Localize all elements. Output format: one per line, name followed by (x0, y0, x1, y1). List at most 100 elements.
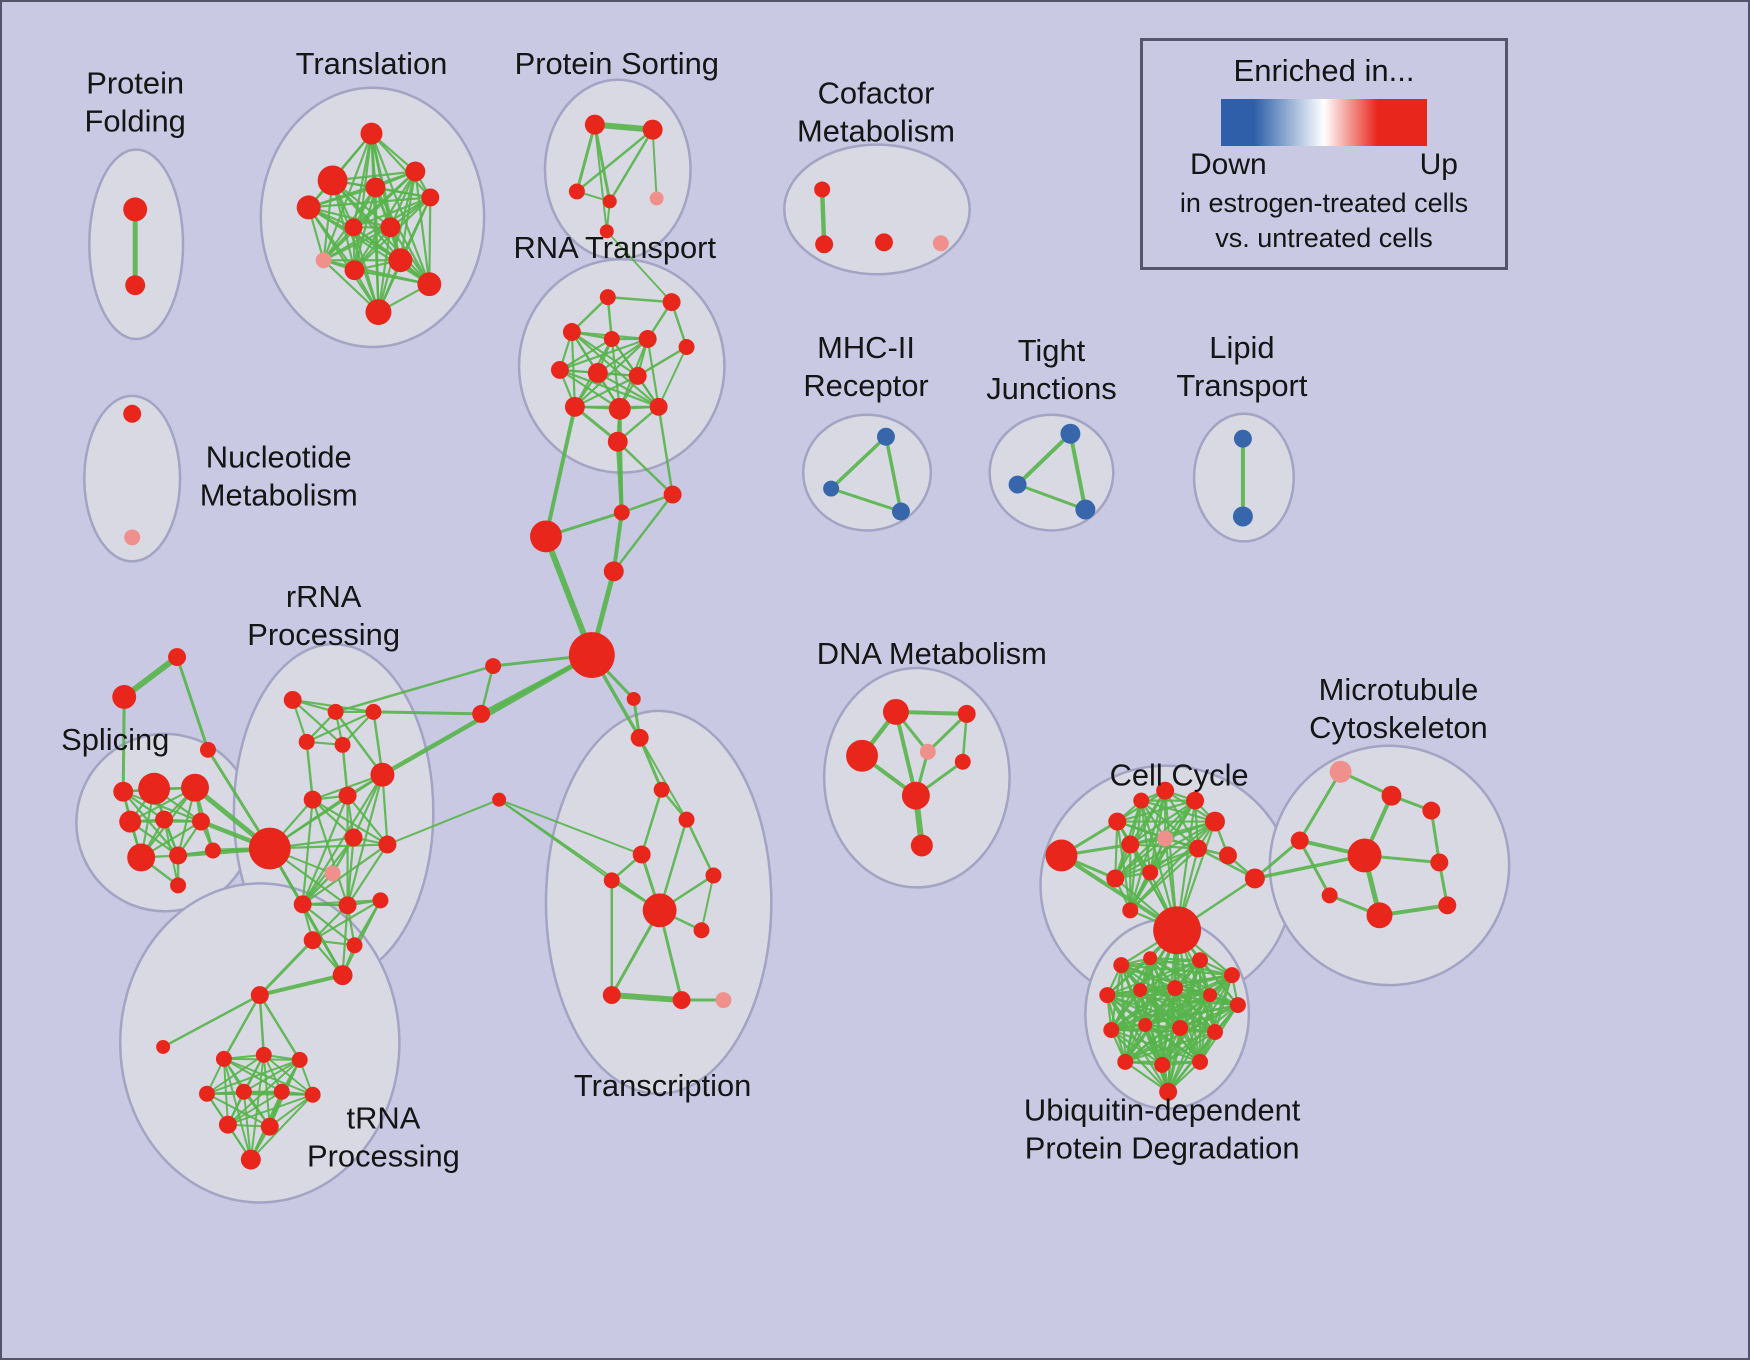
network-node-tc5 (603, 872, 620, 889)
network-edge (596, 337, 649, 375)
network-edge (575, 128, 654, 193)
network-node-mh1 (876, 427, 895, 446)
network-edge (1129, 843, 1200, 850)
network-node-tj2 (1008, 475, 1027, 494)
network-node-u12 (1138, 1018, 1153, 1032)
network-edge (122, 790, 203, 823)
network-node-dm4 (919, 743, 936, 760)
network-node-ps1 (584, 114, 605, 135)
network-node-rr7 (338, 786, 357, 805)
network-node-rr17 (346, 937, 363, 954)
network-node-c8 (626, 691, 641, 706)
network-edge (322, 226, 392, 262)
network-node-sp4 (119, 810, 142, 833)
network-node-tr8 (304, 1086, 321, 1103)
network-edge (370, 132, 432, 199)
network-edge (893, 709, 918, 798)
network-node-cc2 (1108, 812, 1127, 831)
network-edge (346, 794, 389, 846)
network-edge (1124, 1030, 1217, 1063)
network-node-cc8 (1157, 830, 1174, 847)
network-edge (558, 368, 660, 408)
network-node-rt7 (550, 360, 569, 379)
network-node-dm2 (957, 704, 976, 723)
network-edge (636, 345, 688, 378)
network-node-sp5 (155, 810, 174, 829)
cluster-ellipse-dna-metabolism (822, 666, 1011, 889)
network-node-cc14 (1122, 902, 1139, 919)
network-edge (558, 337, 613, 372)
network-edge (1110, 986, 1177, 1032)
network-edge (301, 798, 314, 906)
network-node-mc4 (1290, 831, 1309, 850)
network-edge (558, 337, 649, 372)
cluster-ellipse-cofactor-metabolism (783, 143, 971, 276)
network-node-mc2 (1381, 785, 1402, 806)
network-node-rr16 (303, 931, 322, 950)
network-edge (258, 993, 301, 1062)
network-node-pf1 (123, 197, 148, 222)
network-node-cc11 (1106, 869, 1125, 888)
network-edge (205, 1092, 271, 1128)
network-edge (258, 993, 266, 1057)
cluster-label-splicing: Splicing (61, 722, 169, 757)
network-edge (1110, 993, 1212, 1032)
legend-gradient-bar (1221, 99, 1427, 146)
network-edge (1114, 847, 1200, 880)
cluster-label-protein-sorting: Protein Sorting (515, 46, 719, 81)
network-node-rt9 (628, 366, 647, 385)
network-node-sp7 (127, 843, 156, 872)
cluster-ellipse-tight-junctions (988, 413, 1115, 532)
network-node-u14 (1207, 1023, 1223, 1040)
cluster-label-trna-processing: Processing (307, 1139, 460, 1174)
network-edge (242, 1058, 301, 1093)
network-edge (334, 710, 384, 776)
network-node-tr10 (260, 1117, 279, 1136)
network-edge (205, 1058, 301, 1095)
network-edge (1144, 1023, 1170, 1093)
network-edge (377, 170, 417, 314)
network-node-u8 (1167, 980, 1184, 997)
network-node-u2 (1113, 957, 1130, 974)
network-node-t10 (344, 260, 365, 281)
network-edge (651, 128, 658, 200)
node-layer (112, 114, 1457, 1170)
network-node-u17 (1192, 1053, 1209, 1070)
network-edge (1129, 820, 1217, 912)
network-node-rr15 (372, 892, 389, 909)
network-edge (926, 712, 969, 754)
network-edge (1015, 431, 1073, 487)
network-node-tr4 (291, 1051, 308, 1068)
network-edge (341, 904, 349, 977)
network-node-tc1 (630, 728, 649, 747)
network-edge (1253, 853, 1367, 881)
cluster-label-translation: Translation (296, 46, 448, 81)
network-edge (596, 371, 660, 408)
network-node-nm2 (124, 529, 141, 546)
network-edge (646, 337, 660, 408)
network-edge (353, 186, 377, 272)
network-node-ps3 (568, 183, 585, 200)
network-edge (1068, 431, 1088, 512)
network-node-t13 (365, 299, 392, 326)
network-edge (1124, 1026, 1182, 1063)
network-node-cc1 (1045, 839, 1078, 872)
cluster-label-rna-transport: RNA Transport (513, 230, 716, 265)
network-edge (1129, 789, 1167, 912)
cluster-label-protein-folding: Protein (86, 66, 184, 101)
network-node-c4 (603, 561, 624, 582)
network-edge (1106, 957, 1152, 997)
network-node-rr1 (283, 690, 302, 709)
network-edge (618, 407, 624, 515)
network-edge (301, 794, 349, 906)
network-node-t12 (417, 272, 442, 297)
network-node-tr3 (255, 1046, 272, 1063)
network-node-rr13 (293, 895, 312, 914)
network-edge (884, 434, 903, 514)
network-node-f1 (168, 648, 187, 667)
network-node-u7 (1133, 983, 1148, 998)
cluster-label-lipid-transport: Transport (1176, 368, 1307, 403)
network-node-rr5 (334, 736, 351, 753)
network-edge (322, 196, 432, 262)
